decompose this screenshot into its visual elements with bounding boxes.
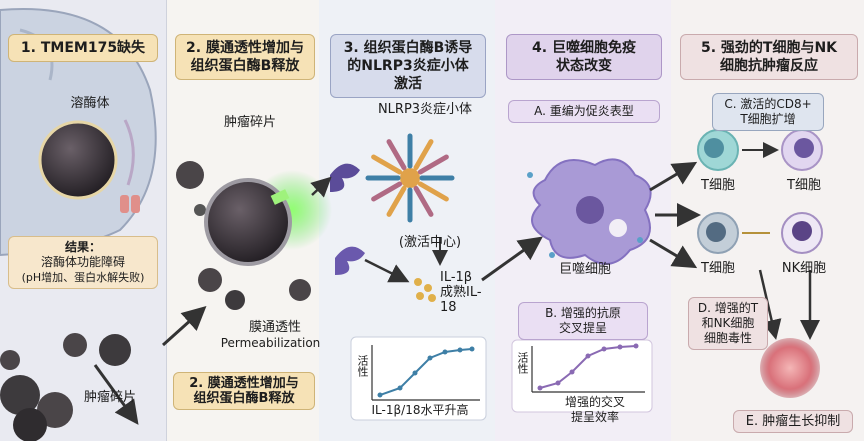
inflammasome-spoke [413, 185, 434, 217]
arrow [364, 258, 410, 283]
sub-d-box: D. 增强的T 和NK细胞 细胞毒性 [688, 297, 768, 350]
arrow [161, 305, 207, 347]
tumor-fragments-label: 肿瘤碎片 [83, 390, 136, 405]
arrow [649, 238, 698, 269]
macrophage-icon [531, 158, 652, 265]
t-cell-label: T细胞 [701, 178, 735, 193]
inflammasome-spoke [417, 154, 449, 175]
sub-c-line: C. 激活的CD8+ [724, 97, 812, 111]
inflammasome-spoke [413, 139, 434, 171]
nlrp3-inflammasome-icon [365, 133, 455, 223]
il-cytokine-dots [414, 278, 436, 302]
cathepsin-b-icon [330, 163, 360, 192]
cross-presentation-graph [511, 339, 653, 413]
arrow [93, 364, 139, 425]
header-line: 2. 膜通透性增加与 [186, 40, 304, 56]
sub-b-line: B. 增强的抗原 [545, 306, 621, 320]
tumor-fragments-icon [0, 333, 131, 441]
inflammasome-spoke [371, 154, 403, 175]
arrow [310, 176, 332, 198]
t-cell-label: T细胞 [787, 178, 821, 193]
lysosome-label: 溶酶体 [70, 96, 110, 111]
antigen-dots [527, 172, 643, 258]
sub-c-box: C. 激活的CD8+ T细胞扩增 [712, 93, 824, 131]
nk-cell-icon [781, 212, 823, 254]
header-line: 激活 [394, 76, 422, 92]
cathepsin-b-icon [335, 246, 365, 275]
caption-line: 增强的交叉 [564, 395, 625, 409]
header-step-1: 1. TMEM175缺失 [8, 34, 158, 62]
header-step-2: 2. 膜通透性增加与 组织蛋白酶B释放 [175, 34, 315, 80]
macrophage-label: 巨噬细胞 [558, 262, 611, 277]
sub-c-line: T细胞扩增 [740, 112, 796, 126]
arrow [649, 161, 698, 192]
footer-line: 2. 膜通透性增加与 [189, 376, 299, 391]
header-line: 细胞抗肿瘤反应 [720, 58, 818, 74]
header-line: 3. 组织蛋白酶B诱导 [343, 40, 473, 56]
footer-step-2: 2. 膜通透性增加与 组织蛋白酶B释放 [173, 372, 315, 410]
permeability-en-label: Permeabilization [220, 336, 321, 350]
header-step-5: 5. 强劲的T细胞与NK 细胞抗肿瘤反应 [680, 34, 858, 80]
lysosome-icon [38, 120, 118, 200]
graph-caption: 增强的交叉 提呈效率 [545, 395, 645, 425]
inflammasome-spoke [386, 139, 407, 171]
arrow [481, 236, 543, 282]
nk-cell-label: NK细胞 [781, 261, 827, 276]
tumor-fragments-icon [176, 161, 311, 310]
t-cell-icon [697, 212, 739, 254]
header-line: 组织蛋白酶B释放 [190, 58, 300, 74]
sub-b-box: B. 增强的抗原 交叉提呈 [518, 302, 648, 340]
header-step-4: 4. 巨噬细胞免疫 状态改变 [506, 34, 662, 80]
header-line: 状态改变 [556, 58, 612, 74]
graph-ylabel: 活性 [356, 355, 369, 377]
sub-d-line: D. 增强的T [697, 301, 759, 315]
inflammasome-spoke [386, 185, 407, 217]
il-line: 成熟IL-18 [440, 285, 482, 315]
sub-d-line: 和NK细胞 [701, 316, 755, 330]
header-line: 5. 强劲的T细胞与NK [700, 40, 838, 56]
inflammasome-spoke [417, 181, 449, 202]
sub-a-box: A. 重编为促炎表型 [508, 100, 660, 123]
il-level-graph [350, 336, 487, 421]
result-title: 结果： [64, 240, 101, 254]
header-step-3: 3. 组织蛋白酶B诱导 的NLRP3炎症小体 激活 [330, 34, 486, 98]
result-box: 结果： 溶酶体功能障碍 (pH增加、蛋白水解失败) [8, 236, 158, 289]
header-line: 的NLRP3炎症小体 [347, 58, 469, 74]
nlrp3-label: NLRP3炎症小体 [377, 102, 473, 117]
header-line: 4. 巨噬细胞免疫 [532, 40, 636, 56]
t-cell-label: T细胞 [701, 261, 735, 276]
tumor-fragments-label: 肿瘤碎片 [223, 115, 276, 130]
result-line: (pH增加、蛋白水解失败) [21, 271, 145, 284]
activation-center-label: (激活中心) [398, 235, 462, 250]
graph-ylabel: 活性 [516, 352, 529, 374]
permeability-label: 膜通透性 [248, 320, 301, 335]
sub-b-line: 交叉提呈 [558, 321, 607, 335]
inflammasome-spoke [371, 181, 403, 202]
result-line: 溶酶体功能障碍 [40, 255, 125, 269]
lysosome-icon [204, 178, 292, 266]
t-cell-icon [781, 129, 823, 171]
header-text: 1. TMEM175缺失 [20, 40, 146, 56]
tumor-cell-icon [760, 338, 820, 398]
pore-icon [270, 189, 290, 205]
footer-line: 组织蛋白酶B释放 [193, 391, 295, 406]
il-label: IL-1β 成熟IL-18 [440, 270, 495, 315]
sub-e-box: E. 肿瘤生长抑制 [733, 410, 853, 433]
t-cell-icon [697, 129, 739, 171]
graph-caption: IL-1β/18水平升高 [371, 403, 469, 417]
tmem175-channel-icon [120, 195, 140, 213]
sub-d-line: 细胞毒性 [703, 331, 752, 345]
caption-line: 提呈效率 [570, 410, 619, 424]
il-line: IL-1β [440, 270, 473, 285]
